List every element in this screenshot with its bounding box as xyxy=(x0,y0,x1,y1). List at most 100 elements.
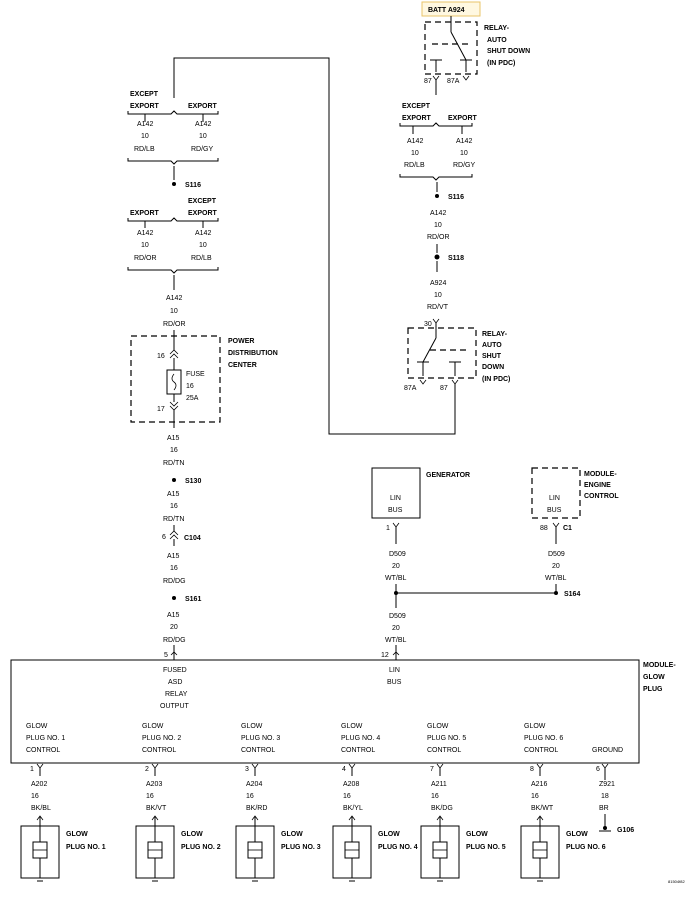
left-split1-left-wire-gauge: 10 xyxy=(141,133,149,140)
plug-wire-id: A211 xyxy=(431,781,447,788)
fused-asd-1: FUSED xyxy=(163,667,187,674)
glow-plug-label-2: PLUG NO. 4 xyxy=(378,844,418,851)
generator-lin: LIN xyxy=(390,495,401,502)
ground-wire-color: BR xyxy=(599,805,609,812)
fuse-pin-out: 17 xyxy=(157,406,165,413)
left-a142-gauge: 10 xyxy=(170,308,178,315)
ecm-d509-color: WT/BL xyxy=(545,575,566,582)
glow-plug-label-1: GLOW xyxy=(466,831,488,838)
splice-s118-label: S118 xyxy=(448,255,464,262)
fuse-pin-in: 16 xyxy=(157,353,165,360)
left-split1-except: EXCEPT xyxy=(130,91,159,98)
splice-s164 xyxy=(554,591,558,595)
left-split2-left-wire-id: A142 xyxy=(137,230,153,237)
glow-control-3-line-1: GLOW xyxy=(241,723,263,730)
glow-control-3-line-3: CONTROL xyxy=(241,747,275,754)
glow-control-1-line-2: PLUG NO. 1 xyxy=(26,735,65,742)
right-split1-right-wire-gauge: 10 xyxy=(460,150,468,157)
a15-4-gauge: 20 xyxy=(170,624,178,631)
ground-wire-gauge: 18 xyxy=(601,793,609,800)
plug-wire-gauge: 16 xyxy=(31,793,39,800)
plug-wire-gauge: 16 xyxy=(146,793,154,800)
left-split1-export-right: EXPORT xyxy=(188,103,218,110)
glow-plug-label-1: GLOW xyxy=(378,831,400,838)
plug-wire-color: BK/DG xyxy=(431,805,453,812)
a15-2-color: RD/TN xyxy=(163,516,184,523)
left-a142-id: A142 xyxy=(166,295,182,302)
engine-module-connector-c1: C1 xyxy=(563,525,572,532)
relay-mid-label-2: AUTO xyxy=(482,342,502,349)
relay-mid-label-1: RELAY- xyxy=(482,331,508,338)
plug-pin: 2 xyxy=(145,766,149,773)
engine-module-title-1: MODULE- xyxy=(584,471,617,478)
relay-mid-pin-87: 87 xyxy=(440,385,448,392)
a15-3-gauge: 16 xyxy=(170,565,178,572)
left-split1-right-wire-color: RD/GY xyxy=(191,146,214,153)
left-a142-color: RD/OR xyxy=(163,321,186,328)
ground-pin-6: 6 xyxy=(596,766,600,773)
left-split2-right-wire-id: A142 xyxy=(195,230,211,237)
relay-mid-switch xyxy=(417,330,470,376)
plug-wire-color: BK/BL xyxy=(31,805,51,812)
right-a924-color: RD/VT xyxy=(427,304,449,311)
splice-s130 xyxy=(172,478,176,482)
module-pin-5: 5 xyxy=(164,652,168,659)
right-split1-left-wire-gauge: 10 xyxy=(411,150,419,157)
glow-control-6-line-1: GLOW xyxy=(524,723,546,730)
glow-plug-label-2: PLUG NO. 2 xyxy=(181,844,221,851)
fuse-in-connector xyxy=(169,349,179,359)
glow-plug-label-1: GLOW xyxy=(566,831,588,838)
a15-2-id: A15 xyxy=(167,491,180,498)
glow-control-4-line-2: PLUG NO. 4 xyxy=(341,735,380,742)
right-split1-export-left: EXPORT xyxy=(402,115,432,122)
fuse-out-connector xyxy=(169,401,179,411)
glow-plug-label-1: GLOW xyxy=(66,831,88,838)
glow-control-4-line-3: CONTROL xyxy=(341,747,375,754)
plug-wire-color: BK/WT xyxy=(531,805,554,812)
plug-wire-gauge: 16 xyxy=(343,793,351,800)
right-a142-gauge: 10 xyxy=(434,222,442,229)
relay-mid-label-5: (IN PDC) xyxy=(482,376,510,383)
glow-module-title-2: GLOW xyxy=(643,674,665,681)
glow-control-6-line-3: CONTROL xyxy=(524,747,558,754)
relay-mid-pin-30: 30 xyxy=(424,321,432,328)
fused-asd-3: RELAY xyxy=(165,691,188,698)
a15-1-id: A15 xyxy=(167,435,180,442)
relay-top-label-1: RELAY- xyxy=(484,25,510,32)
gen-d509-id: D509 xyxy=(389,551,406,558)
gen-d509-color: WT/BL xyxy=(385,575,406,582)
module-pin-12: 12 xyxy=(381,652,389,659)
right-a924-gauge: 10 xyxy=(434,292,442,299)
relay-top-pin-87: 87 xyxy=(424,78,432,85)
engine-module-box xyxy=(531,467,581,519)
a15-4-color: RD/DG xyxy=(163,637,186,644)
splice-s161-label: S161 xyxy=(185,596,201,603)
plug-wire-id: A208 xyxy=(343,781,359,788)
left-split1-left-wire-id: A142 xyxy=(137,121,153,128)
plug-wire-id: A203 xyxy=(146,781,162,788)
figure-id: 81504f82 xyxy=(668,879,685,884)
mod-d509-gauge: 20 xyxy=(392,625,400,632)
glow-control-2-line-2: PLUG NO. 2 xyxy=(142,735,181,742)
right-split1-right-wire-color: RD/GY xyxy=(453,162,476,169)
glow-plug-label-2: PLUG NO. 1 xyxy=(66,844,106,851)
engine-module-lin: LIN xyxy=(549,495,560,502)
glow-control-1-line-1: GLOW xyxy=(26,723,48,730)
glow-controls-group: GLOW PLUG NO. 1 CONTROL GLOW PLUG NO. 2 CONTR… xyxy=(26,723,563,754)
relay-top-label-2: AUTO xyxy=(487,37,507,44)
glow-control-4-line-1: GLOW xyxy=(341,723,363,730)
pdc-label-3: CENTER xyxy=(228,362,257,369)
left-split2-left-wire-color: RD/OR xyxy=(134,255,157,262)
plug-wire-color: BK/YL xyxy=(343,805,363,812)
glow-control-2-line-3: CONTROL xyxy=(142,747,176,754)
left-split1-right-wire-id: A142 xyxy=(195,121,211,128)
right-a142-id: A142 xyxy=(430,210,446,217)
glow-control-2-line-1: GLOW xyxy=(142,723,164,730)
fuse-rating: 25A xyxy=(186,395,199,402)
glow-control-3-line-2: PLUG NO. 3 xyxy=(241,735,280,742)
mod-d509-color: WT/BL xyxy=(385,637,406,644)
splice-s116-right-label: S116 xyxy=(448,194,464,201)
glow-plug-label-2: PLUG NO. 6 xyxy=(566,844,606,851)
glow-control-5-line-3: CONTROL xyxy=(427,747,461,754)
